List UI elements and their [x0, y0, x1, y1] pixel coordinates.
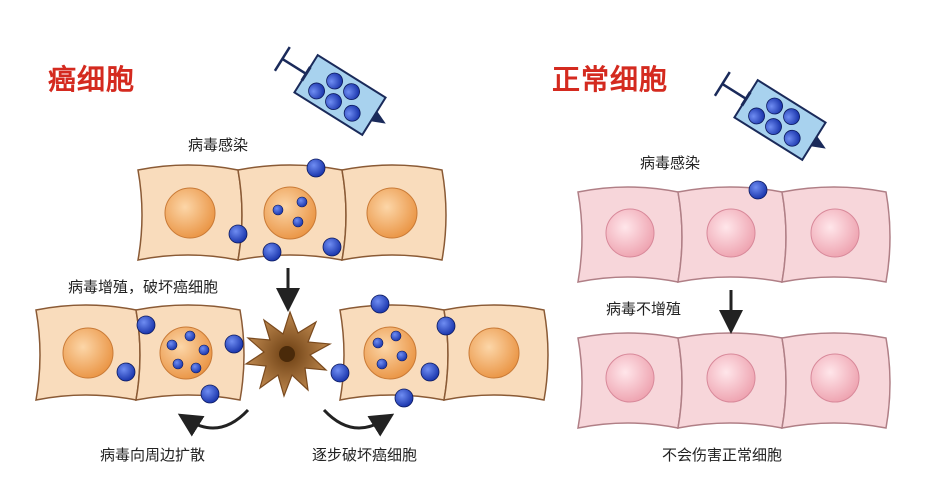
cancer-top-row	[137, 164, 447, 261]
virus-icon	[224, 334, 244, 354]
virus-icon	[420, 362, 440, 382]
normal-bottom-row	[577, 332, 891, 429]
normal-top-row	[577, 186, 891, 283]
virus-icon	[136, 315, 156, 335]
virus-icon	[436, 316, 456, 336]
curved-arrow-icon	[177, 408, 250, 437]
spread-label: 病毒向周边扩散	[100, 446, 206, 464]
cancer-cell-infected	[339, 304, 449, 401]
cancer-infection-label: 病毒感染	[188, 136, 249, 154]
normal-cell	[577, 186, 683, 283]
process-arrows	[177, 268, 743, 437]
normal-cell	[781, 186, 891, 283]
normal-cell	[781, 332, 891, 429]
virus-icon	[370, 294, 390, 314]
gradual-destroy-label: 逐步破坏癌细胞	[312, 446, 418, 464]
normal-infection-label: 病毒感染	[640, 154, 701, 172]
virus-icon	[394, 388, 414, 408]
burst-cancer-cell	[244, 310, 333, 398]
cancer-cell-infected	[237, 164, 347, 261]
normal-cell	[577, 332, 683, 429]
cancer-bottom-row	[35, 304, 549, 401]
virus-icon	[306, 158, 326, 178]
cancer-cell	[35, 304, 141, 401]
no-harm-label: 不会伤害正常细胞	[662, 446, 783, 464]
virus-icon	[200, 384, 220, 404]
cancer-cell	[137, 164, 243, 261]
curved-arrow-icon	[322, 408, 395, 437]
no-replication-label: 病毒不增殖	[606, 300, 682, 318]
intracellular-viruses	[166, 196, 408, 374]
normal-cell	[677, 186, 787, 283]
syringe-icon	[273, 46, 387, 137]
replicate-destroy-label: 病毒增殖，破坏癌细胞	[68, 278, 219, 296]
virus-icon	[116, 362, 136, 382]
syringe-icon	[713, 71, 827, 162]
cancer-cell	[341, 164, 447, 261]
virus-icon	[330, 363, 350, 383]
virus-icon	[228, 224, 248, 244]
virus-icon	[748, 180, 768, 200]
normal-cell	[677, 332, 787, 429]
virus-particles	[116, 158, 768, 408]
cancer-cell	[443, 304, 549, 401]
cancer-cell-title: 癌细胞	[48, 63, 136, 96]
normal-cell-title: 正常细胞	[552, 63, 669, 96]
virus-icon	[262, 242, 282, 262]
virus-icon	[322, 237, 342, 257]
